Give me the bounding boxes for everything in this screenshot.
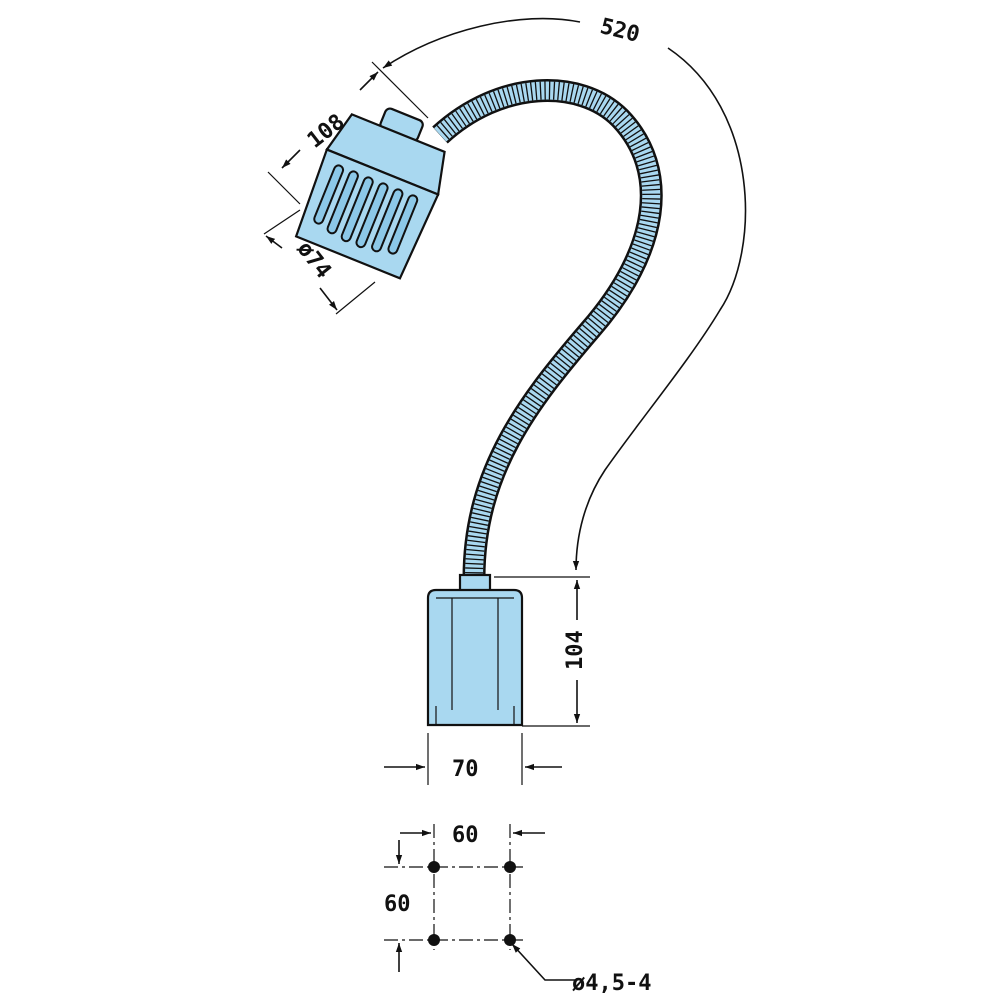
base-body [426,588,524,727]
extension-line [335,281,376,315]
mounting-hole-pattern: 60 60 ø4,5-4 [384,823,651,996]
extension-line [263,209,301,235]
mounting-hole [504,934,516,946]
dim-arm-length-label: 520 [598,14,643,48]
dim-base-height-label: 104 [563,630,588,670]
lamp-head [294,107,446,280]
mounting-hole [428,861,440,873]
dim-hole-callout-label: ø4,5-4 [572,971,651,996]
dim-hole-spacing-y-label: 60 [384,892,411,917]
mounting-hole [428,934,440,946]
dim-base-height: 104 [494,576,590,727]
dim-base-width: 70 [384,733,562,785]
extension-line [267,171,301,205]
lamp-base [426,573,524,727]
dim-arm-length: 520 [382,14,747,571]
dim-base-width-label: 70 [452,757,479,782]
extension-line [371,61,429,119]
dim-hole-spacing-x-label: 60 [452,823,479,848]
head-cooling-fins [313,164,419,255]
gooseneck-arm [432,79,663,579]
mounting-hole [504,861,516,873]
